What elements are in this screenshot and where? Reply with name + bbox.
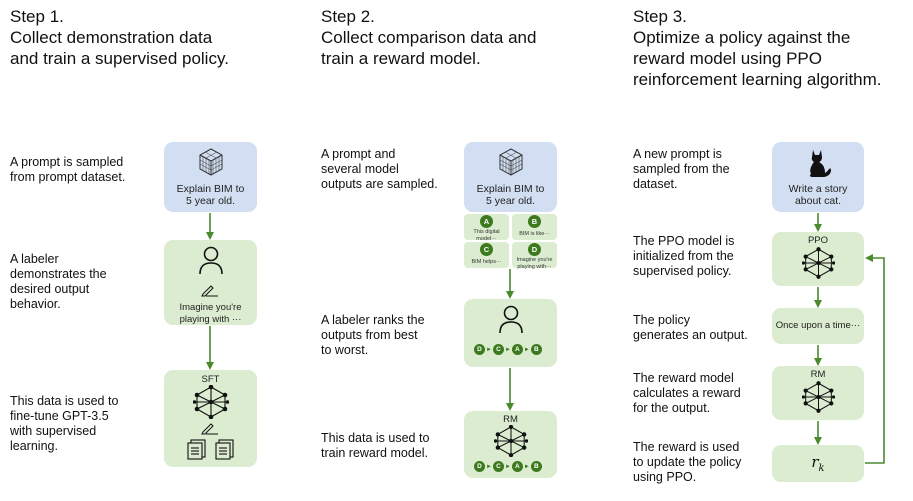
ppo-model-box: PPO — [772, 232, 864, 286]
rm-rank-3: A — [511, 461, 523, 472]
output-text-b: BIM is like··· — [519, 231, 550, 237]
rank-2: C — [492, 344, 504, 355]
step2-desc-train-rm: This data is used to train reward model. — [321, 431, 430, 460]
neural-network-icon — [193, 385, 229, 419]
neural-network-icon — [802, 381, 835, 413]
output-badge-d: D — [528, 243, 541, 256]
output-badge-c: C — [480, 243, 493, 256]
step2-desc-ranks: A labeler ranks the outputs from best to… — [321, 313, 425, 357]
reward-value: rk — [772, 453, 864, 474]
sft-label: SFT — [201, 374, 220, 385]
step1-desc-prompt: A prompt is sampled from prompt dataset. — [10, 155, 126, 184]
step2-title: Step 2. Collect comparison data and trai… — [321, 7, 537, 68]
step2-prompt-text: Explain BIM to 5 year old. — [476, 183, 545, 207]
rm-rank-1: D — [474, 461, 485, 472]
step1-labeler-text: Imagine you're playing with ··· — [179, 302, 242, 325]
step3-rm-box: RM — [772, 366, 864, 420]
output-badge-b: B — [528, 215, 541, 228]
output-d: D Imagine you're playing with··· — [512, 242, 557, 270]
step3-prompt-text: Write a story about cat. — [788, 183, 848, 207]
rank-4: B — [530, 344, 542, 355]
step3-prompt-box: Write a story about cat. — [772, 142, 864, 212]
output-b: B BIM is like··· — [512, 214, 557, 240]
step1-title: Step 1. Collect demonstration data and t… — [10, 7, 229, 68]
person-icon — [199, 246, 223, 275]
ranking-order: D►C►A►B — [474, 344, 542, 355]
rm-rank-4: B — [530, 461, 542, 472]
output-a: A This digital model··· — [464, 214, 509, 242]
step3-desc-update: The reward is used to update the policy … — [633, 440, 742, 484]
arrow-reward-feedback-loop — [865, 254, 885, 464]
reward-subscript: k — [818, 463, 825, 474]
step3-desc-reward-model: The reward model calculates a reward for… — [633, 371, 741, 415]
policy-output-text: Once upon a time··· — [775, 320, 861, 331]
reward-symbol: r — [811, 453, 819, 471]
pencil-icon — [201, 423, 218, 435]
step2-prompt-box: Explain BIM to 5 year old. — [464, 142, 557, 212]
rank-1: D — [474, 344, 485, 355]
step1-desc-finetune: This data is used to fine-tune GPT-3.5 w… — [10, 394, 119, 453]
step3-desc-prompt: A new prompt is sampled from the dataset… — [633, 147, 730, 191]
ranking-box: D►C►A►B — [464, 299, 557, 367]
person-icon — [499, 305, 523, 334]
cat-icon — [810, 150, 831, 177]
ppo-label: PPO — [807, 235, 829, 246]
step1-desc-labeler: A labeler demonstrates the desired outpu… — [10, 252, 107, 311]
dataset-cube-icon — [499, 148, 523, 176]
reward-box: rk — [772, 445, 864, 482]
step2-rm-label: RM — [503, 414, 518, 425]
step3-rm-label: RM — [810, 369, 826, 380]
sft-model-box: SFT — [164, 370, 257, 467]
rank-3: A — [511, 344, 523, 355]
step2-desc-outputs: A prompt and several model outputs are s… — [321, 147, 438, 191]
output-badge-a: A — [480, 215, 493, 228]
policy-output-box: Once upon a time··· — [772, 308, 864, 344]
rm-rank-2: C — [492, 461, 504, 472]
output-c: C BIM helps··· — [464, 242, 509, 268]
step2-rm-box: RM D►C►A►B — [464, 411, 557, 478]
step3-desc-policy: The policy generates an output. — [633, 313, 748, 342]
step1-prompt-text: Explain BIM to 5 year old. — [176, 183, 245, 207]
rm-ranking-order: D►C►A►B — [474, 461, 542, 472]
neural-network-icon — [494, 425, 528, 457]
pencil-icon — [201, 285, 218, 297]
step3-title: Step 3. Optimize a policy against the re… — [633, 7, 882, 89]
output-text-a: This digital model··· — [473, 229, 500, 242]
output-text-c: BIM helps··· — [471, 259, 502, 265]
step1-labeler-box: Imagine you're playing with ··· — [164, 240, 257, 325]
output-text-d: Imagine you're playing with··· — [516, 257, 553, 270]
documents-icon — [187, 439, 234, 460]
neural-network-icon — [802, 247, 835, 279]
step1-prompt-box: Explain BIM to 5 year old. — [164, 142, 257, 212]
step3-desc-ppo-init: The PPO model is initialized from the su… — [633, 234, 735, 278]
dataset-cube-icon — [199, 148, 223, 176]
